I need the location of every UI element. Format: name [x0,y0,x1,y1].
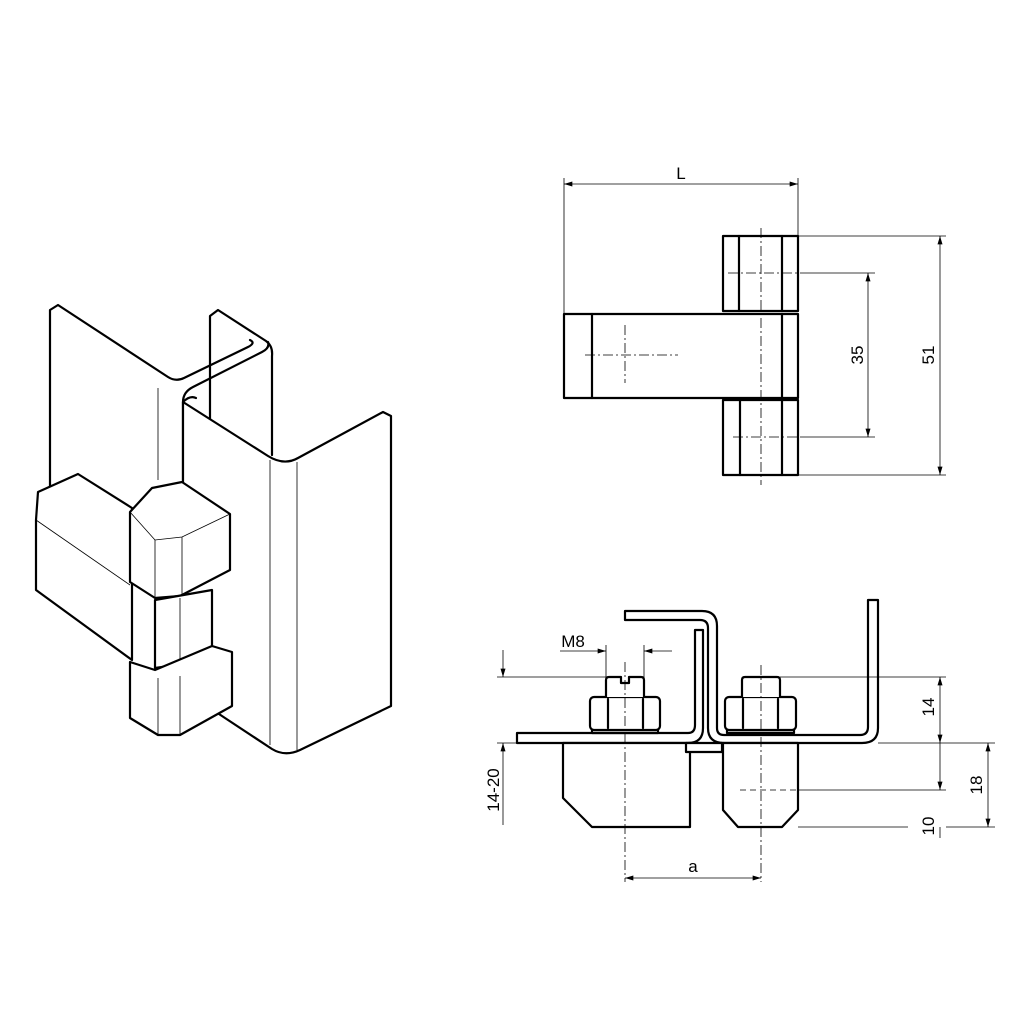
dim-a-label: a [688,857,698,876]
dim-length-label: L [676,164,685,183]
isometric-view [34,303,393,755]
dim-51-label: 51 [919,346,938,365]
dim-10-label: 10 [919,817,938,836]
top-view: L 35 51 [562,164,946,485]
dim-14-label: 14 [919,698,938,717]
front-section-view: M8 14-20 14 10 18 a [484,598,995,882]
dim-m8-label: M8 [561,632,585,651]
dim-18-label: 18 [967,776,986,795]
dim-35-label: 35 [848,346,867,365]
dim-14-20-label: 14-20 [484,768,503,811]
